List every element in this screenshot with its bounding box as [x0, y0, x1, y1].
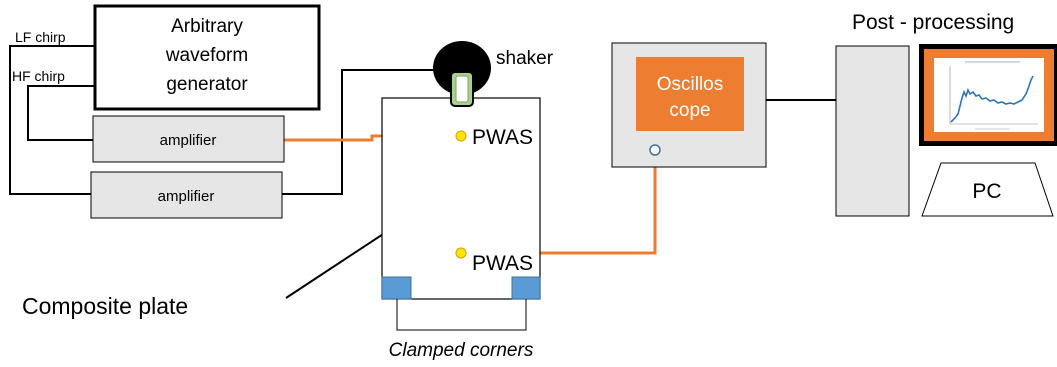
composite-plate-label: Composite plate [22, 293, 188, 319]
monitor-plot [949, 61, 1038, 130]
amplifier-bottom-label: amplifier [158, 188, 215, 205]
clamp-right [511, 276, 541, 300]
oscilloscope-input-port [649, 144, 661, 156]
awg-line-2: waveform [165, 45, 248, 66]
pc-tower [835, 45, 910, 217]
pwas-top-sensor [455, 130, 467, 142]
shaker-body [433, 41, 491, 95]
oscilloscope-line-2: cope [669, 100, 710, 121]
pwas-top-label: PWAS [472, 126, 533, 149]
shaker-drive-wire [282, 69, 440, 195]
post-processing-label: Post - processing [852, 11, 1014, 34]
oscilloscope-line-1: Oscillos [657, 74, 724, 95]
oscilloscope-screen [636, 57, 744, 131]
lf-chirp-wire [9, 45, 95, 195]
amplifier-top-box [92, 115, 285, 163]
pc-base [921, 162, 1054, 217]
pc-label: PC [972, 180, 1001, 203]
pwas-bottom-label: PWAS [472, 252, 533, 275]
hf-chirp-wire [27, 85, 95, 141]
shaker-label: shaker [496, 48, 554, 69]
shaker-tip-inner [455, 75, 469, 103]
clamped-corners-bracket [396, 299, 527, 331]
awg-line-3: generator [166, 74, 248, 95]
awg-line-1: Arbitrary [171, 16, 243, 37]
amplifier-bottom-box [90, 171, 283, 219]
clamp-left [381, 276, 412, 300]
pwas-bottom-sensor [455, 247, 467, 259]
clamped-corners-label: Clamped corners [389, 340, 534, 361]
monitor-plot-area [934, 58, 1044, 132]
amplifier-top-label: amplifier [160, 132, 217, 149]
lf-chirp-label: LF chirp [15, 29, 66, 45]
waveform-generator-box [93, 4, 321, 111]
hf-chirp-label: HF chirp [12, 68, 65, 84]
